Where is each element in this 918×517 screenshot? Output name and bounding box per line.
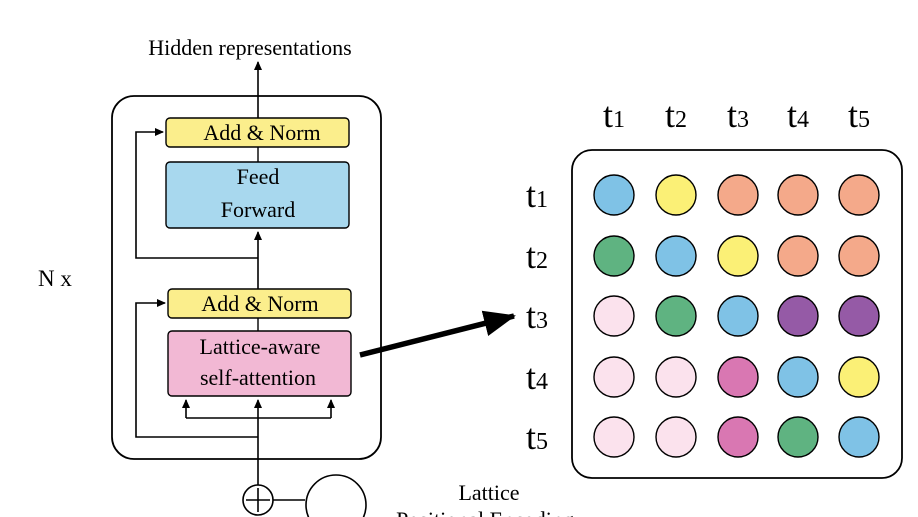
residual-top [135, 128, 258, 259]
matrix-cell-4-5 [838, 356, 880, 398]
attention-to-matrix-arrow [359, 310, 516, 358]
matrix-cell-4-1 [593, 356, 635, 398]
row-label-2: t2 [526, 236, 548, 276]
matrix-cell-5-4 [777, 416, 819, 458]
row-label-5: t5 [526, 417, 548, 457]
matrix-cell-5-2 [655, 416, 697, 458]
matrix-cell-5-3 [717, 416, 759, 458]
feed-forward-label-2: Forward [221, 197, 296, 222]
matrix-cell-3-4 [777, 295, 819, 337]
positional-encoding-label-1: Lattice [458, 480, 519, 505]
column-label-2: t2 [665, 95, 687, 135]
matrix-cell-5-5 [838, 416, 880, 458]
row-label-1: t1 [526, 175, 548, 215]
residual-bottom [135, 299, 258, 438]
matrix-cell-4-3 [717, 356, 759, 398]
matrix-cell-1-5 [838, 174, 880, 216]
attention-label-2: self-attention [200, 365, 316, 390]
column-label-3: t3 [727, 95, 749, 135]
matrix-cells [593, 174, 880, 458]
matrix-cell-2-2 [655, 235, 697, 277]
matrix-cell-2-4 [777, 235, 819, 277]
attention-box [167, 330, 352, 397]
matrix-cell-2-1 [593, 235, 635, 277]
matrix-cell-3-5 [838, 295, 880, 337]
encoder-block [111, 95, 382, 460]
matrix-cell-2-5 [838, 235, 880, 277]
attention-label-1: Lattice-aware [200, 334, 321, 359]
repeat-label: N x [38, 266, 72, 291]
matrix-cell-4-2 [655, 356, 697, 398]
matrix-cell-4-4 [777, 356, 819, 398]
column-label-5: t5 [848, 95, 870, 135]
matrix-cell-2-3 [717, 235, 759, 277]
matrix-cell-3-1 [593, 295, 635, 337]
add-norm-top-label: Add & Norm [203, 120, 320, 145]
column-label-4: t4 [787, 95, 809, 135]
feed-forward-label-1: Feed [237, 164, 280, 189]
add-norm-bottom-label: Add & Norm [201, 291, 318, 316]
add-norm-bottom-box [167, 288, 352, 319]
matrix-cell-1-1 [593, 174, 635, 216]
matrix-cell-1-4 [777, 174, 819, 216]
matrix-cell-5-1 [593, 416, 635, 458]
matrix-column-labels: t1 t2 t3 t4 t5 [603, 95, 870, 135]
matrix-cell-3-3 [717, 295, 759, 337]
matrix-cell-1-2 [655, 174, 697, 216]
matrix-row-labels: t1 t2 t3 t4 t5 [526, 175, 548, 457]
positional-encoding-icon [305, 474, 367, 517]
attention-matrix [571, 149, 903, 479]
matrix-cell-1-3 [717, 174, 759, 216]
row-label-3: t3 [526, 296, 548, 336]
matrix-cell-3-2 [655, 295, 697, 337]
output-label: Hidden representations [148, 35, 351, 60]
row-label-4: t4 [526, 357, 548, 397]
positional-encoding-label-2: Positional Encoding [396, 507, 574, 517]
column-label-1: t1 [603, 95, 625, 135]
